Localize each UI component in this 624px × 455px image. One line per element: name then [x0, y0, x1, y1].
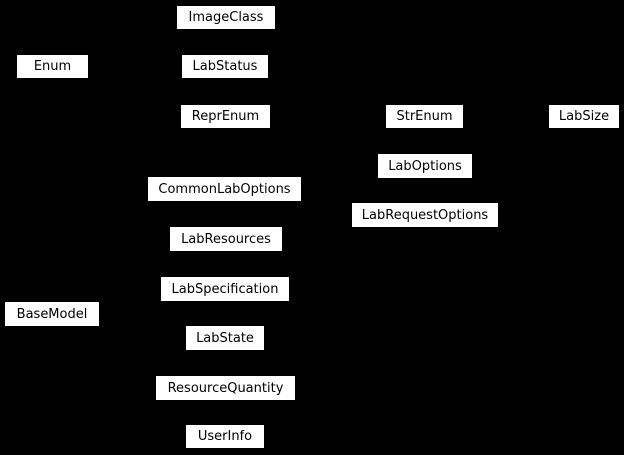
class-node-commonlaboptions[interactable]: CommonLabOptions [148, 177, 301, 201]
class-node-labresources[interactable]: LabResources [170, 227, 282, 251]
class-node-labrequestoptions[interactable]: LabRequestOptions [352, 203, 498, 227]
class-node-basemodel[interactable]: BaseModel [5, 302, 99, 326]
class-node-laboptions[interactable]: LabOptions [378, 154, 472, 178]
class-node-labspecification[interactable]: LabSpecification [161, 277, 289, 301]
class-node-enum[interactable]: Enum [17, 55, 88, 78]
class-node-labstate[interactable]: LabState [186, 326, 264, 350]
class-node-resourcequantity[interactable]: ResourceQuantity [156, 376, 295, 400]
class-node-labstatus[interactable]: LabStatus [182, 55, 268, 78]
class-node-imageclass[interactable]: ImageClass [177, 6, 275, 29]
class-node-userinfo[interactable]: UserInfo [186, 425, 264, 448]
class-node-strenum[interactable]: StrEnum [386, 105, 463, 128]
class-node-reprenum[interactable]: ReprEnum [181, 105, 270, 128]
class-node-labsize[interactable]: LabSize [549, 105, 619, 128]
